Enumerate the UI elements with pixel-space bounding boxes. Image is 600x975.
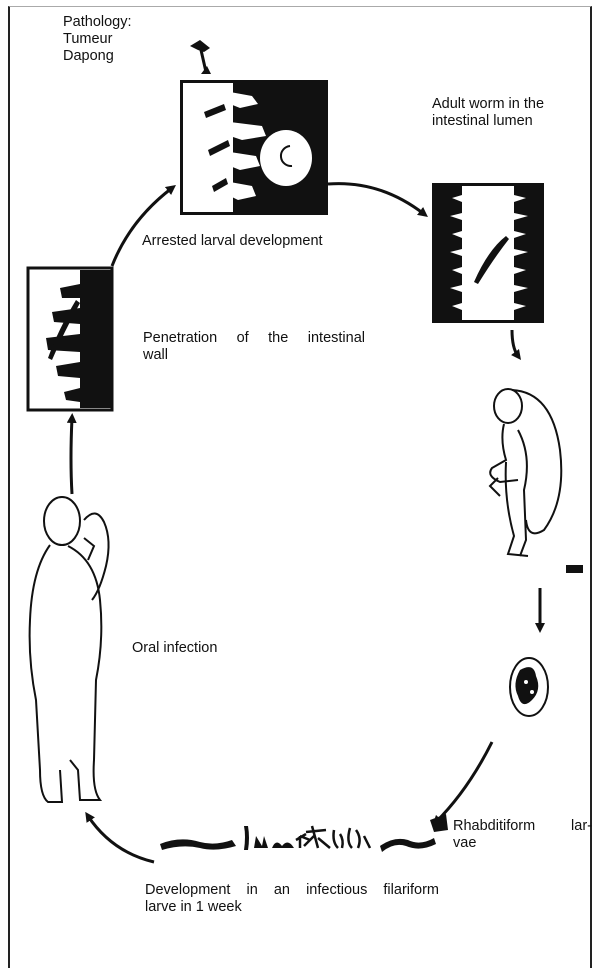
small-bar-mark [566,565,583,573]
larvae-ground-strip [160,814,448,852]
egg-icon [510,658,548,716]
penetration-panel [28,268,112,410]
squatting-person-figure [490,389,561,556]
standing-person-figure [30,497,109,802]
arrested-development-panel [180,80,328,215]
adult-worm-panel [432,183,544,323]
arrow-to-oral-infection [88,816,154,862]
arrow-to-defecation [512,330,518,356]
arrow-to-penetration [71,418,72,494]
arrow-to-adult-worm [328,184,424,214]
pathology-icon [190,40,211,74]
arrow-to-rhabditiform [436,742,492,822]
arrow-to-arrested [112,188,172,266]
